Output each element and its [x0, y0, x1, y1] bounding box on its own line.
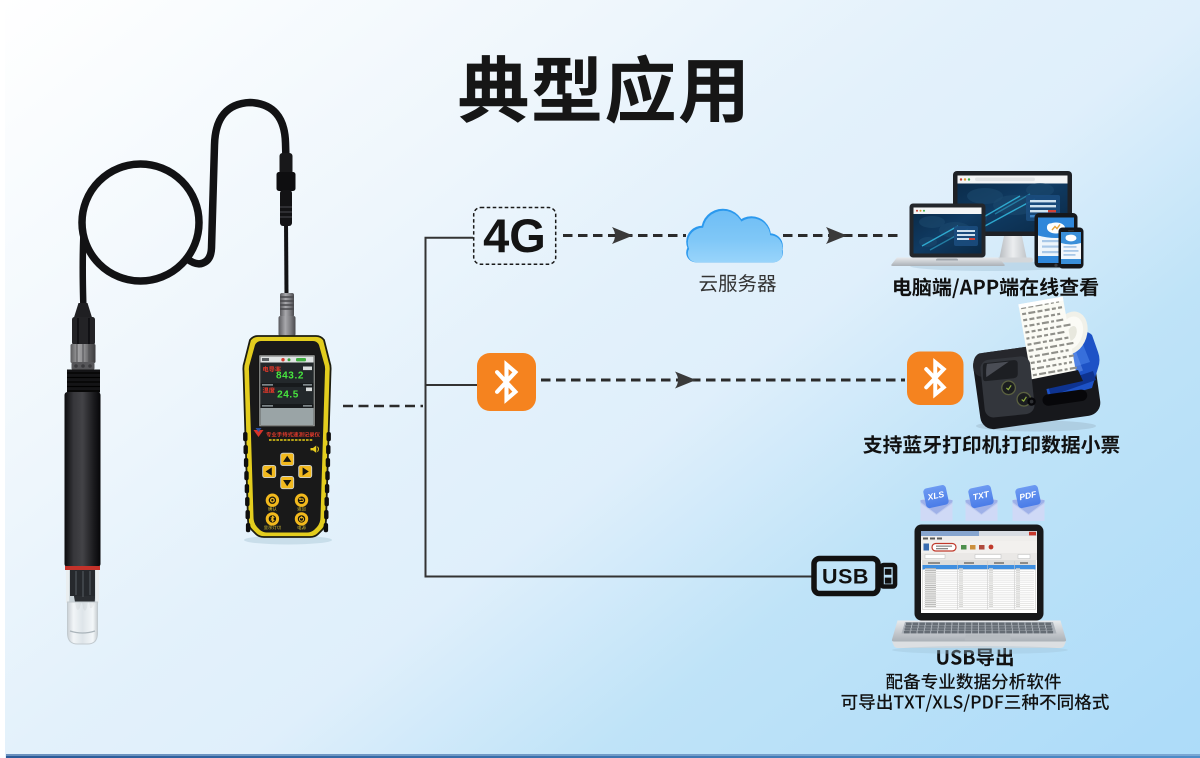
svg-text:4G: 4G [483, 209, 546, 262]
svg-text:843.2: 843.2 [276, 371, 304, 382]
svg-text:XLS: XLS [926, 489, 946, 503]
svg-text:24.5: 24.5 [277, 390, 299, 401]
svg-text:TXT: TXT [972, 489, 991, 502]
svg-text:PDF: PDF [1018, 489, 1038, 503]
svg-text:USB: USB [822, 565, 869, 589]
